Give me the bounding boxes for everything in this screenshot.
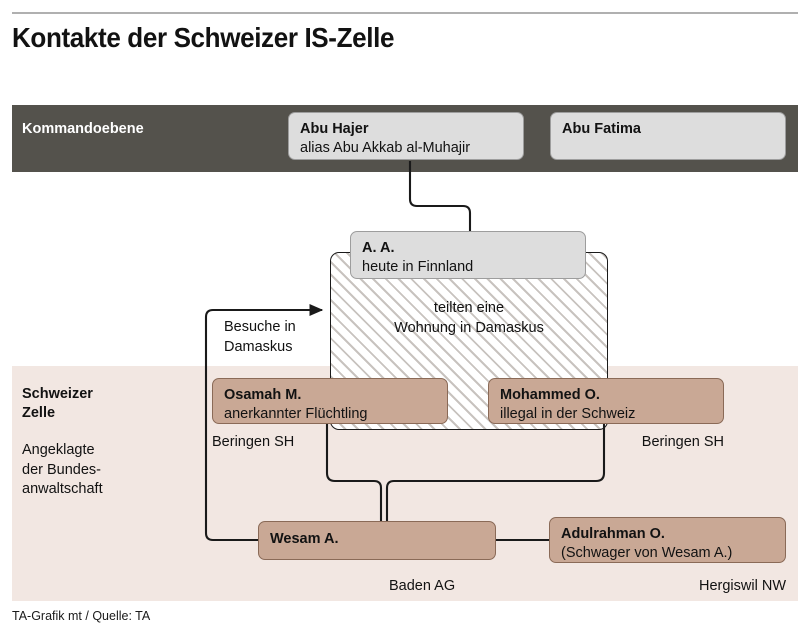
wire-mohammed-to-wesam [385,424,606,521]
node-abu-hajer[interactable]: Abu Hajer alias Abu Akkab al-Muhajir [288,112,524,160]
wire-abuhajer-to-aa [408,161,472,231]
node-mohammed-o-name: Mohammed O. [500,387,600,403]
node-mohammed-o[interactable]: Mohammed O. illegal in der Schweiz [488,378,724,424]
visits-annotation: Besuche in Damaskus [224,318,296,357]
node-abu-hajer-name: Abu Hajer [300,121,369,137]
node-osamah-m[interactable]: Osamah M. anerkannter Flüchtling [212,378,448,424]
swiss-cell-label: Schweizer Zelle [22,385,93,423]
swiss-cell-sublabel: Angeklagte der Bundes- anwaltschaft [22,441,103,500]
node-wesam-a-name: Wesam A. [270,531,339,547]
swiss-cell-label-line1: Schweizer [22,386,93,402]
wire-wesam-to-shared [204,303,324,542]
node-adulrahman-o-name: Adulrahman O. [561,526,665,542]
swiss-cell-sublabel-line1: Angeklagte [22,442,95,458]
node-wesam-a[interactable]: Wesam A. [258,521,496,560]
node-mohammed-o-sub: illegal in der Schweiz [500,405,636,422]
wire-osamah-to-wesam [325,424,383,521]
swiss-cell-label-line2: Zelle [22,405,56,422]
node-adulrahman-o[interactable]: Adulrahman O. (Schwager von Wesam A.) [549,517,786,563]
source-credit: TA-Grafik mt / Quelle: TA [12,609,151,623]
shared-apartment-line2: Wohnung in Damaskus [394,320,544,336]
visits-annotation-line1: Besuche in [224,319,296,335]
swiss-cell-sublabel-line3: anwaltschaft [22,481,103,498]
top-rule [12,12,798,14]
node-abu-fatima[interactable]: Abu Fatima [550,112,786,160]
node-abu-hajer-sub: alias Abu Akkab al-Muhajir [300,139,471,156]
node-aa[interactable]: A. A. heute in Finnland [350,231,586,279]
shared-apartment-annotation: teilten eine Wohnung in Damaskus [330,298,608,338]
place-adulrahman-o: Hergiswil NW [699,578,786,594]
place-osamah-m: Beringen SH [212,434,295,450]
place-wesam-a: Baden AG [389,578,456,594]
page-title: Kontakte der Schweizer IS-Zelle [12,22,395,53]
node-abu-fatima-name: Abu Fatima [562,121,641,137]
swiss-cell-sublabel-line2: der Bundes- [22,461,101,478]
visits-annotation-line2: Damaskus [224,338,293,355]
place-mohammed-o: Beringen SH [641,434,724,450]
node-aa-name: A. A. [362,240,395,256]
shared-apartment-line1: teilten eine [433,300,505,316]
node-osamah-m-name: Osamah M. [224,387,302,403]
node-aa-sub: heute in Finnland [362,258,474,275]
node-adulrahman-o-sub: (Schwager von Wesam A.) [561,544,733,561]
node-osamah-m-sub: anerkannter Flüchtling [224,405,368,422]
command-level-label: Kommandoebene [22,121,144,137]
